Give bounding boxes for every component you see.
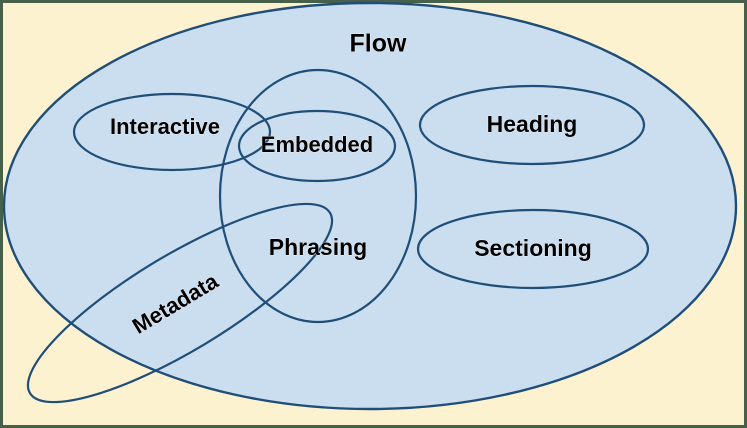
region-ellipse-interactive[interactable]: [72, 92, 272, 172]
region-label-sectioning: Sectioning: [474, 235, 592, 261]
region-label-interactive: Interactive: [110, 114, 220, 139]
region-label-phrasing: Phrasing: [269, 234, 367, 260]
outline-regions-layer: [5, 68, 650, 428]
region-ellipse-phrasing[interactable]: [218, 68, 418, 324]
region-ellipse-flow[interactable]: [2, 1, 738, 411]
region-ellipse-embedded[interactable]: [237, 109, 397, 183]
filled-regions-layer: [2, 1, 738, 411]
region-label-embedded: Embedded: [261, 132, 373, 157]
region-ellipse-sectioning[interactable]: [416, 208, 650, 290]
region-label-heading: Heading: [487, 111, 578, 137]
region-ellipse-metadata[interactable]: [5, 172, 354, 428]
region-ellipse-heading[interactable]: [418, 84, 646, 166]
region-label-flow: Flow: [350, 30, 407, 58]
